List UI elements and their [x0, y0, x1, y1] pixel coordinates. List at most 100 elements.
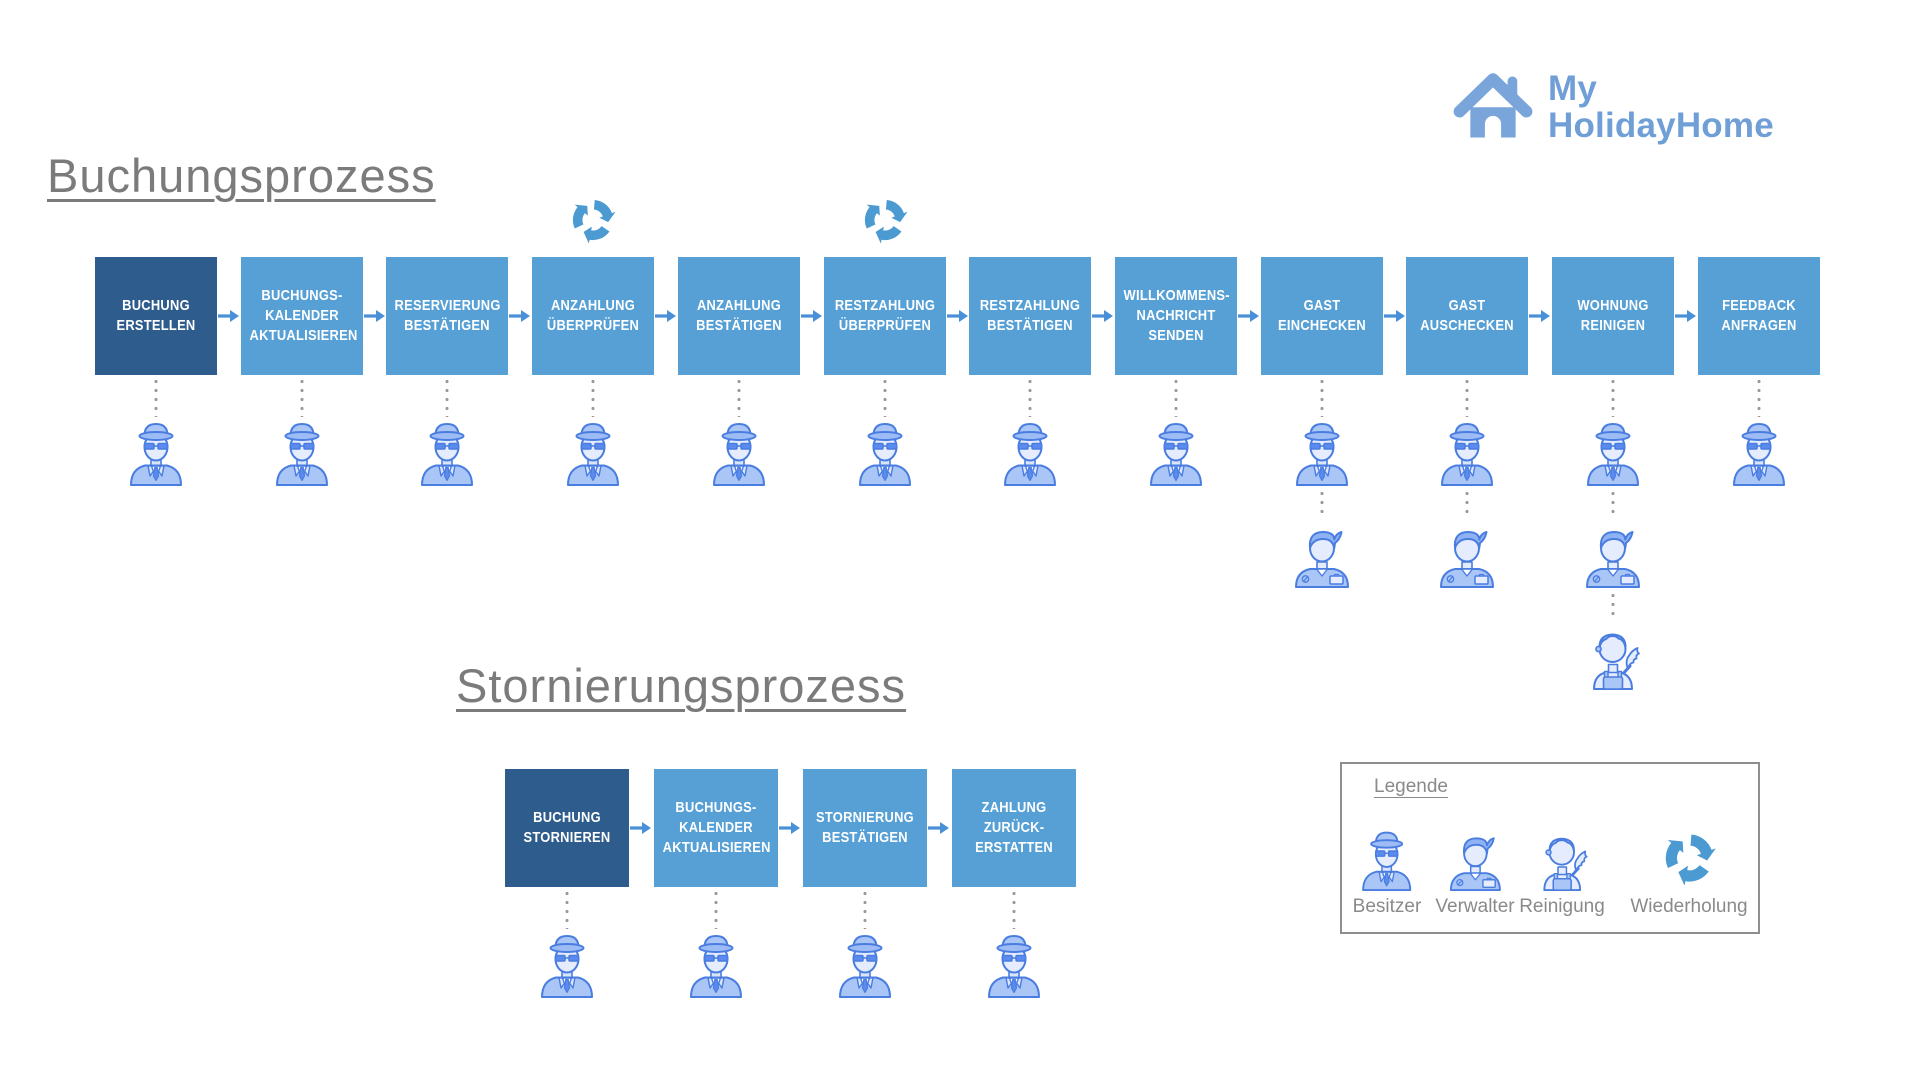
process-step-label: RESTZAHLUNG ÜBERPRÜFEN: [834, 297, 935, 334]
besitzer-icon: [130, 423, 182, 486]
legend-item-reinigung: Reinigung: [1519, 824, 1605, 918]
flow-arrow-icon: [928, 822, 949, 834]
besitzer-icon: [690, 935, 742, 998]
besitzer-icon: [1149, 423, 1202, 486]
actor-connector-dots: [1756, 377, 1761, 417]
process-step-box: ANZAHLUNG BESTÄTIGEN: [677, 257, 800, 375]
process-step-label: BUCHUNGS- KALENDER AKTUALISIEREN: [249, 287, 358, 344]
besitzer-icon: [1732, 423, 1785, 486]
process-step-label: WILLKOMMENS- NACHRICHT SENDEN: [1123, 287, 1230, 344]
besitzer-icon: [1441, 423, 1494, 486]
cancellation-process-title: Stornierungsprozess: [456, 659, 907, 712]
actor-connector-dots: [154, 377, 158, 417]
process-step-box: WILLKOMMENS- NACHRICHT SENDEN: [1114, 257, 1237, 375]
process-step-box: FEEDBACK ANFRAGEN: [1697, 257, 1820, 375]
besitzer-icon: [712, 423, 765, 486]
besitzer-icon: [1587, 423, 1639, 486]
process-step-label: STORNIERUNG BESTÄTIGEN: [816, 809, 914, 846]
flow-arrow-icon: [946, 310, 968, 322]
process-step-box: BUCHUNGS- KALENDER AKTUALISIEREN: [240, 257, 363, 375]
flow-arrow-icon: [1237, 310, 1259, 322]
process-step-box: GAST AUSCHECKEN: [1406, 257, 1529, 375]
flow-arrow-icon: [218, 310, 239, 322]
verwalter-icon: [1586, 531, 1640, 588]
logo: My HolidayHome: [1452, 66, 1774, 144]
besitzer-icon: [988, 935, 1040, 998]
actor-connector-dots: [591, 377, 596, 417]
flow-arrow-icon: [509, 310, 531, 322]
verwalter-icon: [1294, 531, 1349, 588]
process-step-label: ANZAHLUNG BESTÄTIGEN: [695, 297, 782, 334]
actor-connector-dots: [1028, 377, 1033, 417]
actor-connector-dots: [882, 377, 887, 417]
wiederholung-icon: [1662, 824, 1716, 892]
actor-connector-dots: [1611, 591, 1615, 621]
flow-arrow-icon: [363, 310, 385, 322]
process-step-box: WOHNUNG REINIGEN: [1552, 257, 1674, 375]
house-icon: [1452, 66, 1534, 142]
besitzer-icon: [275, 423, 328, 486]
actor-connector-dots: [1319, 377, 1324, 417]
process-step-label: BUCHUNG ERSTELLEN: [116, 297, 196, 334]
actor-connector-dots: [1465, 377, 1470, 417]
besitzer-icon: [858, 423, 911, 486]
process-step-label: RESERVIERUNG BESTÄTIGEN: [394, 297, 502, 334]
actor-connector-dots: [1465, 489, 1470, 519]
process-step-box: RESTZAHLUNG ÜBERPRÜFEN: [823, 257, 946, 375]
process-step-box: BUCHUNG STORNIEREN: [505, 769, 629, 887]
legend-label: Wiederholung: [1630, 896, 1748, 917]
besitzer-icon: [839, 935, 891, 998]
process-step-box: GAST EINCHECKEN: [1260, 257, 1383, 375]
legend-label: Verwalter: [1435, 896, 1515, 917]
actor-connector-dots: [565, 889, 569, 929]
actor-connector-dots: [1012, 889, 1016, 929]
process-step-label: ZAHLUNG ZURÜCK- ERSTATTEN: [975, 799, 1053, 856]
process-step-box: STORNIERUNG BESTÄTIGEN: [803, 769, 927, 887]
process-step-label: WOHNUNG REINIGEN: [1577, 297, 1649, 334]
repeat-icon: [570, 199, 616, 245]
flow-arrow-icon: [779, 822, 800, 834]
process-step-label: ANZAHLUNG ÜBERPRÜFEN: [547, 297, 640, 334]
process-step-box: BUCHUNGS- KALENDER AKTUALISIEREN: [654, 769, 778, 887]
flow-arrow-icon: [1675, 310, 1696, 322]
legend-item-wiederholung: Wiederholung: [1630, 824, 1748, 918]
flow-arrow-icon: [1092, 310, 1114, 322]
process-step-label: BUCHUNG STORNIEREN: [523, 809, 611, 846]
flow-arrow-icon: [1529, 310, 1551, 322]
flow-arrow-icon: [630, 822, 651, 834]
logo-text: My HolidayHome: [1548, 70, 1774, 144]
legend-label: Besitzer: [1352, 896, 1422, 917]
legend-item-verwalter: Verwalter: [1435, 824, 1515, 918]
process-step-label: GAST AUSCHECKEN: [1420, 297, 1515, 334]
actor-connector-dots: [1319, 489, 1324, 519]
besitzer-icon: [1356, 824, 1418, 892]
verwalter-icon: [1440, 531, 1495, 588]
legend-item-besitzer: Besitzer: [1352, 824, 1422, 918]
reinigung-icon: [1529, 824, 1595, 892]
logo-line1: My: [1548, 69, 1598, 108]
legend-label: Reinigung: [1519, 896, 1605, 917]
actor-connector-dots: [1173, 377, 1178, 417]
legend-title: Legende: [1374, 776, 1448, 797]
process-step-box: ANZAHLUNG ÜBERPRÜFEN: [532, 257, 655, 375]
legend: Legende Besitzer Verwalter Reinigung Wie…: [1340, 762, 1760, 934]
process-step-box: BUCHUNG ERSTELLEN: [95, 257, 217, 375]
process-step-label: BUCHUNGS- KALENDER AKTUALISIEREN: [662, 799, 771, 856]
logo-line2: HolidayHome: [1548, 106, 1774, 146]
actor-connector-dots: [1611, 489, 1615, 519]
actor-connector-dots: [736, 377, 741, 417]
flow-arrow-icon: [655, 310, 677, 322]
process-step-label: FEEDBACK ANFRAGEN: [1721, 297, 1797, 334]
actor-connector-dots: [714, 889, 718, 929]
actor-connector-dots: [445, 377, 450, 417]
verwalter-icon: [1444, 824, 1506, 892]
flow-arrow-icon: [800, 310, 822, 322]
process-step-box: ZAHLUNG ZURÜCK- ERSTATTEN: [952, 769, 1076, 887]
process-step-box: RESTZAHLUNG BESTÄTIGEN: [969, 257, 1092, 375]
actor-connector-dots: [863, 889, 867, 929]
process-step-box: RESERVIERUNG BESTÄTIGEN: [386, 257, 509, 375]
process-step-label: RESTZAHLUNG BESTÄTIGEN: [980, 297, 1081, 334]
actor-connector-dots: [299, 377, 304, 417]
flow-arrow-icon: [1383, 310, 1405, 322]
